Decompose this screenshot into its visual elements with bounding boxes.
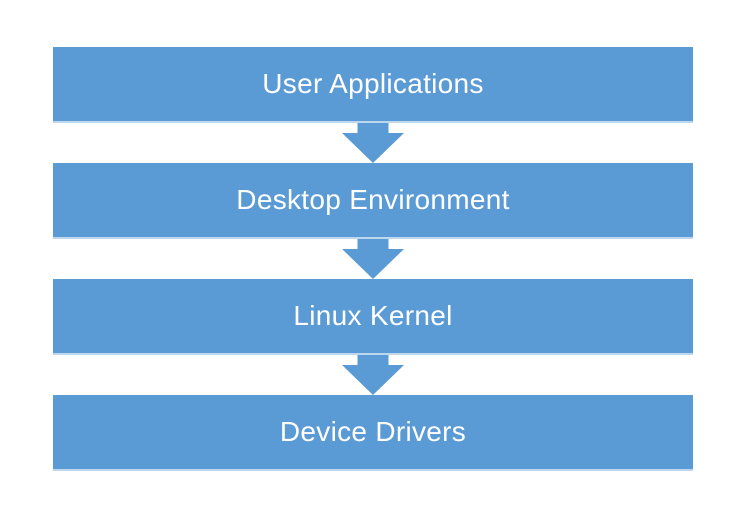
layer-desktop-environment: Desktop Environment: [53, 163, 693, 239]
layer-stack: User Applications Desktop Environment Li…: [53, 47, 693, 471]
connector-row-3: [53, 355, 693, 395]
layer-label-linux-kernel: Linux Kernel: [293, 300, 453, 331]
down-arrow-icon: [342, 355, 404, 395]
layer-label-desktop-environment: Desktop Environment: [236, 184, 510, 215]
down-arrow-icon: [342, 123, 404, 163]
connector-row-2: [53, 239, 693, 279]
down-arrow-icon: [342, 239, 404, 279]
connector-row-1: [53, 123, 693, 163]
layer-device-drivers: Device Drivers: [53, 395, 693, 471]
layer-label-user-applications: User Applications: [262, 68, 484, 99]
layer-label-device-drivers: Device Drivers: [279, 416, 467, 447]
layer-user-applications: User Applications: [53, 47, 693, 123]
layer-linux-kernel: Linux Kernel: [53, 279, 693, 355]
